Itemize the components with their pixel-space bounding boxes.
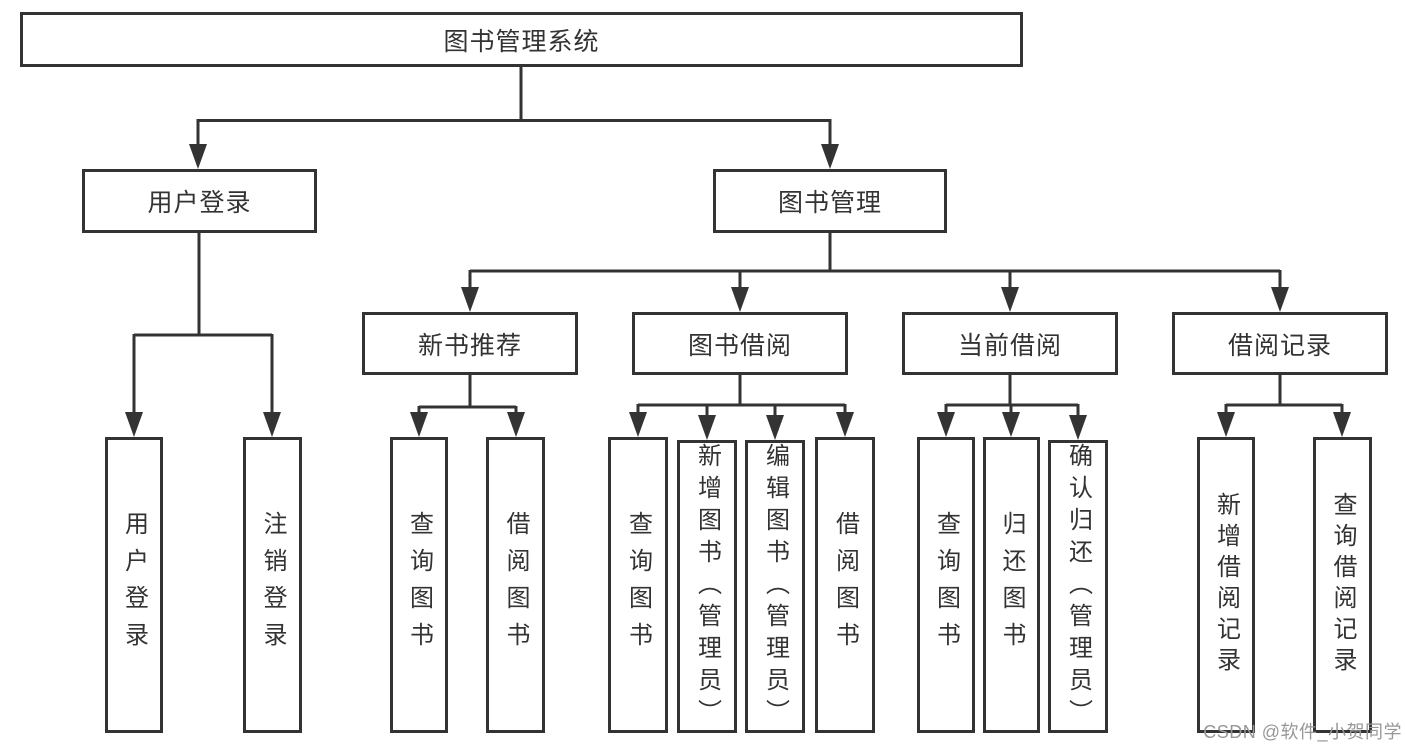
node-label: 查询借阅记录 <box>1329 492 1356 678</box>
node-book-management: 图书管理 <box>713 169 947 233</box>
node-label: 编辑图书（管理员） <box>761 442 789 731</box>
node-user-login: 用户登录 <box>82 169 317 233</box>
node-label: 新增借阅记录 <box>1212 492 1240 678</box>
leaf-query-books-recommend: 查询图书 <box>390 437 448 733</box>
leaf-borrow-books-borrowing: 借阅图书 <box>815 437 875 733</box>
node-label: 借阅记录 <box>1227 331 1332 360</box>
node-label: 图书管理 <box>777 189 882 217</box>
node-book-borrowing: 图书借阅 <box>632 312 848 375</box>
leaf-confirm-return-admin: 确认归还（管理员） <box>1048 440 1108 733</box>
node-label: 图书借阅 <box>687 331 792 360</box>
leaf-query-borrow-record: 查询借阅记录 <box>1313 437 1372 733</box>
node-borrowing-records: 借阅记录 <box>1172 312 1388 375</box>
node-label: 当前借阅 <box>957 331 1062 360</box>
node-label: 新增图书（管理员） <box>693 442 721 731</box>
leaf-borrow-books-recommend: 借阅图书 <box>486 437 545 733</box>
leaf-add-borrow-record: 新增借阅记录 <box>1197 437 1255 733</box>
node-label: 图书管理系统 <box>443 27 600 56</box>
arrowhead-icons <box>125 144 1351 440</box>
leaf-user-login: 用户登录 <box>105 437 163 733</box>
node-label: 归还图书 <box>998 511 1025 659</box>
node-label: 查询图书 <box>932 511 960 659</box>
node-label: 查询图书 <box>405 511 433 659</box>
node-current-borrowing: 当前借阅 <box>902 312 1118 375</box>
node-label: 查询图书 <box>624 511 652 659</box>
node-label: 用户登录 <box>120 511 148 659</box>
leaf-query-books-current: 查询图书 <box>917 437 975 733</box>
csdn-watermark: CSDN @软件_小贺同学 <box>1203 722 1402 742</box>
node-library-management-system: 图书管理系统 <box>20 12 1023 67</box>
leaf-edit-book-admin: 编辑图书（管理员） <box>745 440 805 733</box>
node-label: 借阅图书 <box>831 511 859 659</box>
node-new-book-recommend: 新书推荐 <box>362 312 578 375</box>
node-label: 用户登录 <box>147 189 252 217</box>
node-label: 新书推荐 <box>417 331 522 360</box>
node-label: 确认归还（管理员） <box>1064 442 1092 731</box>
node-label: 注销登录 <box>259 511 286 659</box>
leaf-logout: 注销登录 <box>243 437 302 733</box>
leaf-return-book: 归还图书 <box>983 437 1040 733</box>
leaf-query-books-borrowing: 查询图书 <box>608 437 668 733</box>
leaf-add-book-admin: 新增图书（管理员） <box>677 440 737 733</box>
node-label: 借阅图书 <box>502 511 529 659</box>
